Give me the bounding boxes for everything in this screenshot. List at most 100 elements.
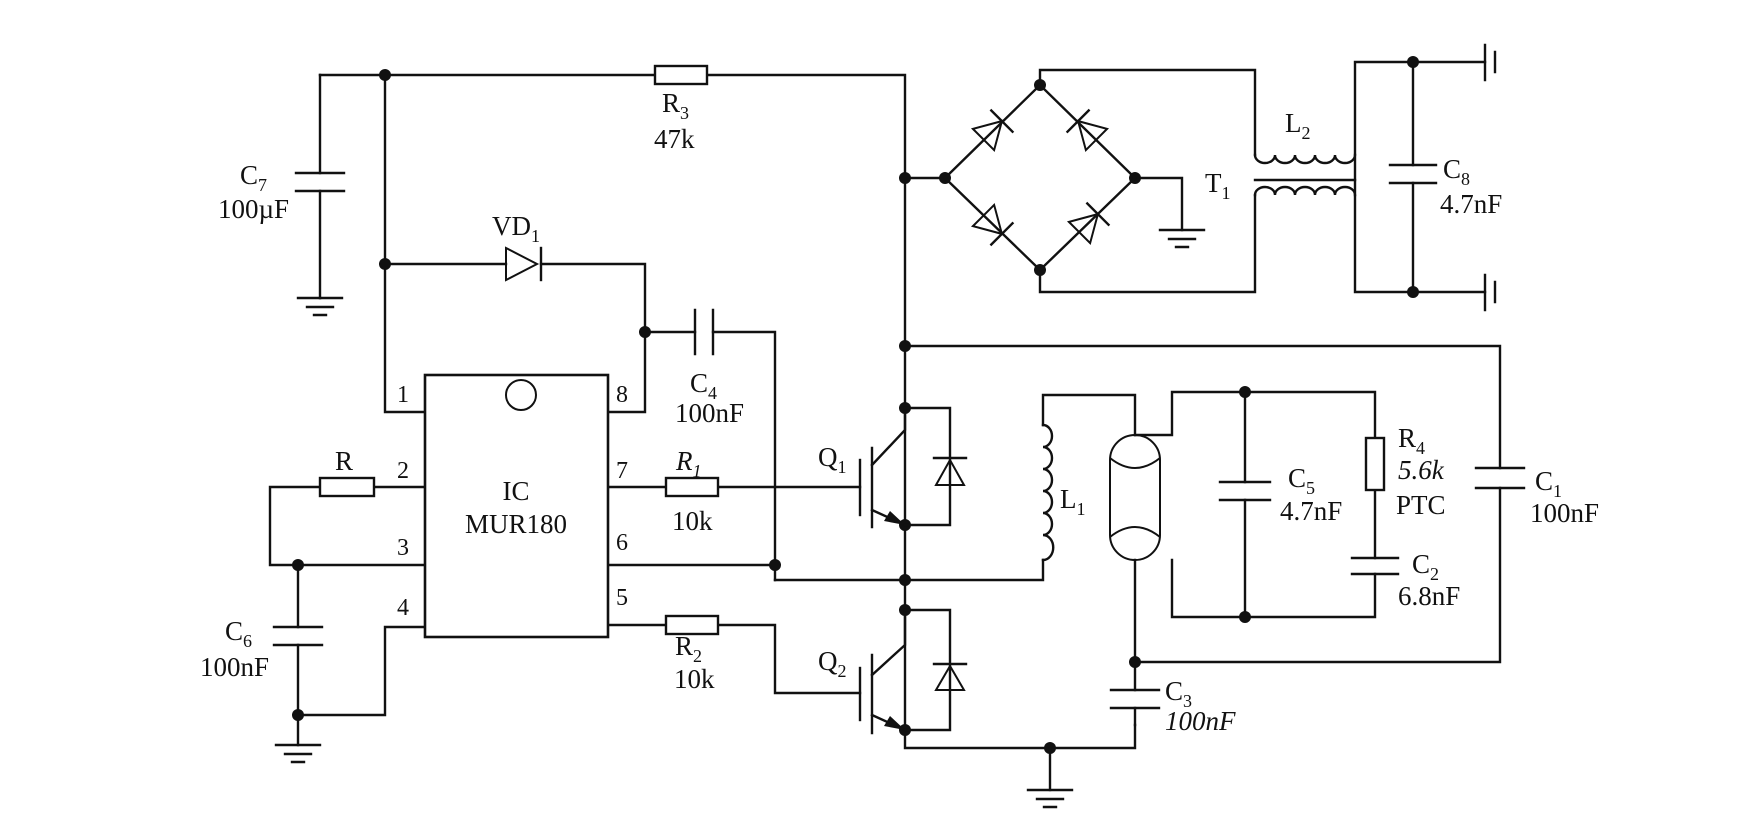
c7-ref: C xyxy=(240,160,258,190)
svg-text:R2: R2 xyxy=(675,631,702,666)
c6-value: 100nF xyxy=(200,652,269,682)
c2-sub: 2 xyxy=(1430,564,1439,584)
r3-sub: 3 xyxy=(680,103,689,123)
svg-text:C5: C5 xyxy=(1288,463,1315,498)
c1-value: 100nF xyxy=(1530,498,1599,528)
ic-pin4-label: 4 xyxy=(397,595,409,621)
c5-value: 4.7nF xyxy=(1280,496,1342,526)
capacitor-c3: C3 100nF xyxy=(1109,676,1236,736)
svg-text:L2: L2 xyxy=(1285,108,1311,143)
inductor-l1: L1 xyxy=(1041,423,1086,562)
ic-name: IC xyxy=(503,476,530,506)
r-ref: R xyxy=(335,446,353,476)
r3-value: 47k xyxy=(654,124,695,154)
resistor-r1: R1 10k xyxy=(664,446,720,536)
diode-vd1: VD1 xyxy=(492,211,543,282)
svg-text:R4: R4 xyxy=(1398,423,1425,458)
c2-value: 6.8nF xyxy=(1398,581,1460,611)
r4-ref: R xyxy=(1398,423,1416,453)
resistor-r4-ptc: R4 5.6k PTC xyxy=(1364,423,1446,520)
svg-text:R1: R1 xyxy=(675,446,702,481)
resistor-r2: R2 10k xyxy=(664,614,720,694)
r4-sub: 4 xyxy=(1416,438,1425,458)
l2-ref: L xyxy=(1285,108,1302,138)
svg-text:Q1: Q1 xyxy=(818,442,847,477)
svg-text:C1: C1 xyxy=(1535,466,1562,501)
ic-pin5-label: 5 xyxy=(616,585,628,611)
c6-sub: 6 xyxy=(243,631,252,651)
svg-text:VD1: VD1 xyxy=(492,211,540,246)
capacitor-c4: C4 100nF xyxy=(675,308,744,428)
c6-ref: C xyxy=(225,616,243,646)
capacitor-c5: C5 4.7nF xyxy=(1218,463,1342,526)
c7-sub: 7 xyxy=(258,175,267,195)
resistor-r3: R3 47k xyxy=(653,64,709,154)
ic-part: MUR180 xyxy=(465,509,567,539)
c1-ref: C xyxy=(1535,466,1553,496)
c3-sub: 3 xyxy=(1183,691,1192,711)
svg-text:C6: C6 xyxy=(225,616,252,651)
c8-sub: 8 xyxy=(1461,169,1470,189)
ic-pin1-notch xyxy=(505,379,537,411)
r1-ref: R xyxy=(675,446,693,476)
ic-pin7-label: 7 xyxy=(616,458,628,484)
c4-value: 100nF xyxy=(675,398,744,428)
lamp-top-filament xyxy=(1109,457,1161,469)
capacitor-c6: C6 100nF xyxy=(200,616,324,682)
transistor-q1: Q1 xyxy=(818,406,968,529)
capacitor-c2: C2 6.8nF xyxy=(1350,549,1460,611)
svg-text:C3: C3 xyxy=(1165,676,1192,711)
ground-symbol-main xyxy=(1026,746,1074,809)
c7-value: 100µF xyxy=(218,194,289,224)
ic-pin2-label: 2 xyxy=(397,458,409,484)
svg-text:C4: C4 xyxy=(690,368,717,403)
transistor-q2: Q2 xyxy=(818,608,968,735)
c1-sub: 1 xyxy=(1553,481,1562,501)
ic-pin1-label: 1 xyxy=(397,382,409,408)
junction-dots xyxy=(292,56,1419,754)
svg-text:L1: L1 xyxy=(1060,484,1086,519)
l1-ref: L xyxy=(1060,484,1077,514)
c8-ref: C xyxy=(1443,154,1461,184)
r2-ref: R xyxy=(675,631,693,661)
ground-symbol-c7 xyxy=(296,296,344,317)
q1-ref: Q xyxy=(818,442,838,472)
ic-pin3-label: 3 xyxy=(397,535,409,561)
vd1-ref: VD xyxy=(492,211,531,241)
ic-pin8-label: 8 xyxy=(616,382,628,408)
q2-ref: Q xyxy=(818,646,838,676)
c5-ref: C xyxy=(1288,463,1306,493)
r1-sub: 1 xyxy=(693,461,702,481)
c5-sub: 5 xyxy=(1306,478,1315,498)
t1-ref: T xyxy=(1205,168,1222,198)
c8-value: 4.7nF xyxy=(1440,189,1502,219)
ground-symbol-bridge xyxy=(1158,228,1206,249)
r2-sub: 2 xyxy=(693,646,702,666)
r4-type: PTC xyxy=(1396,490,1446,520)
output-terminal-top xyxy=(1483,43,1497,82)
c3-value: 100nF xyxy=(1165,706,1236,736)
l2-sub: 2 xyxy=(1302,123,1311,143)
q2-sub: 2 xyxy=(838,661,847,681)
lamp-tube xyxy=(1109,434,1161,561)
capacitor-c1: C1 100nF xyxy=(1474,466,1599,528)
svg-text:R3: R3 xyxy=(662,88,689,123)
svg-text:C7: C7 xyxy=(240,160,267,195)
capacitor-c7: C7 100µF xyxy=(218,160,346,224)
t1-sub: 1 xyxy=(1222,183,1231,203)
transformer-t1: L2 T1 xyxy=(1205,108,1357,203)
c4-sub: 4 xyxy=(708,383,717,403)
wires xyxy=(268,60,1502,752)
lamp-bottom-filament xyxy=(1109,526,1161,538)
vd1-sub: 1 xyxy=(531,226,540,246)
c4-ref: C xyxy=(690,368,708,398)
svg-text:C2: C2 xyxy=(1412,549,1439,584)
svg-text:C8: C8 xyxy=(1443,154,1470,189)
bridge-rectifier xyxy=(943,83,1137,272)
c2-ref: C xyxy=(1412,549,1430,579)
ground-symbol-c6 xyxy=(274,743,322,764)
ic-pin6-label: 6 xyxy=(616,530,628,556)
r2-value: 10k xyxy=(674,664,715,694)
svg-text:Q2: Q2 xyxy=(818,646,847,681)
